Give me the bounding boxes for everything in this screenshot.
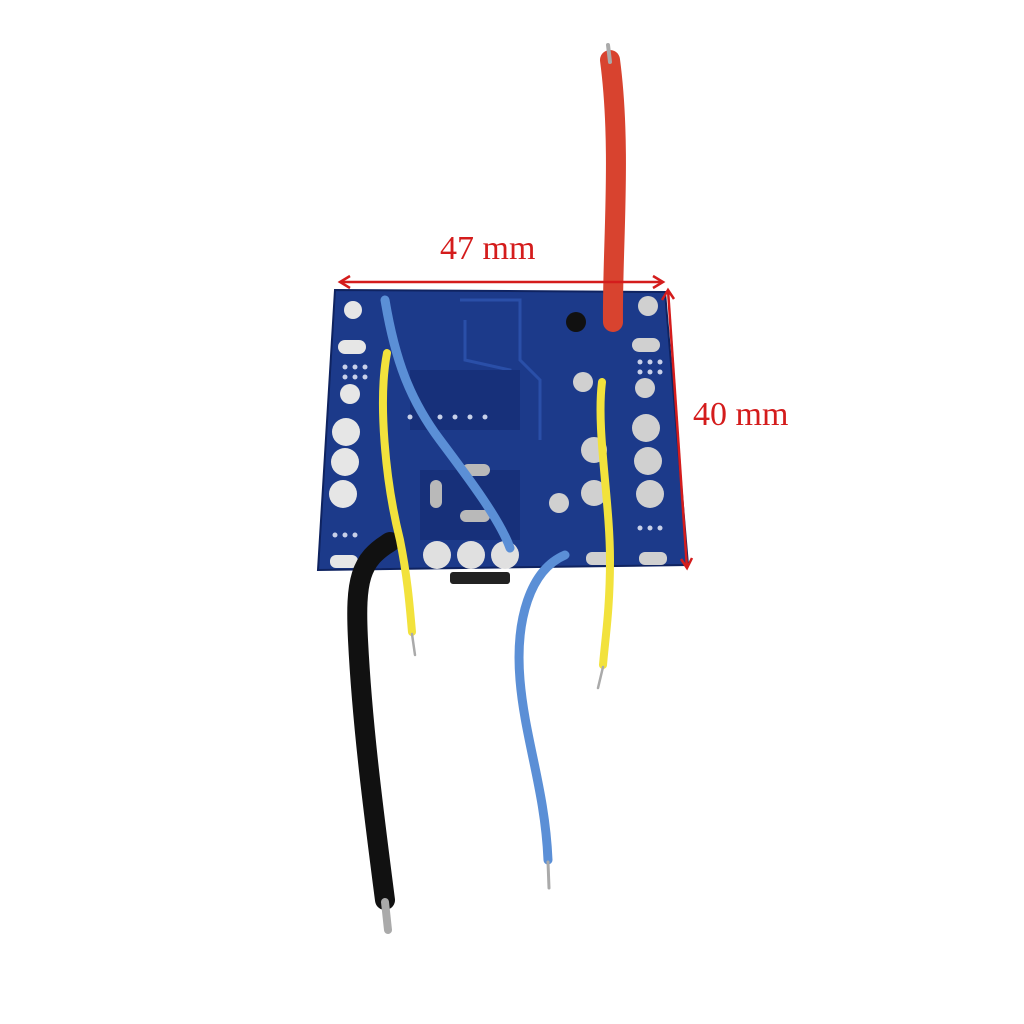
height-dimension-arrow — [660, 287, 694, 571]
wire-black — [347, 532, 400, 910]
wire-blue-1 — [380, 295, 515, 553]
wire-red — [600, 50, 626, 332]
wire-blue-2 — [514, 550, 570, 865]
right-pads — [549, 296, 667, 565]
wire-yellow-1 — [379, 349, 416, 636]
wire-yellow-2 — [596, 378, 615, 669]
pcb-board — [316, 288, 690, 584]
width-dimension-arrow — [337, 274, 666, 290]
width-label: 47 mm — [440, 230, 536, 267]
height-label: 40 mm — [693, 396, 789, 433]
wires — [347, 43, 626, 934]
left-pads — [329, 301, 366, 568]
